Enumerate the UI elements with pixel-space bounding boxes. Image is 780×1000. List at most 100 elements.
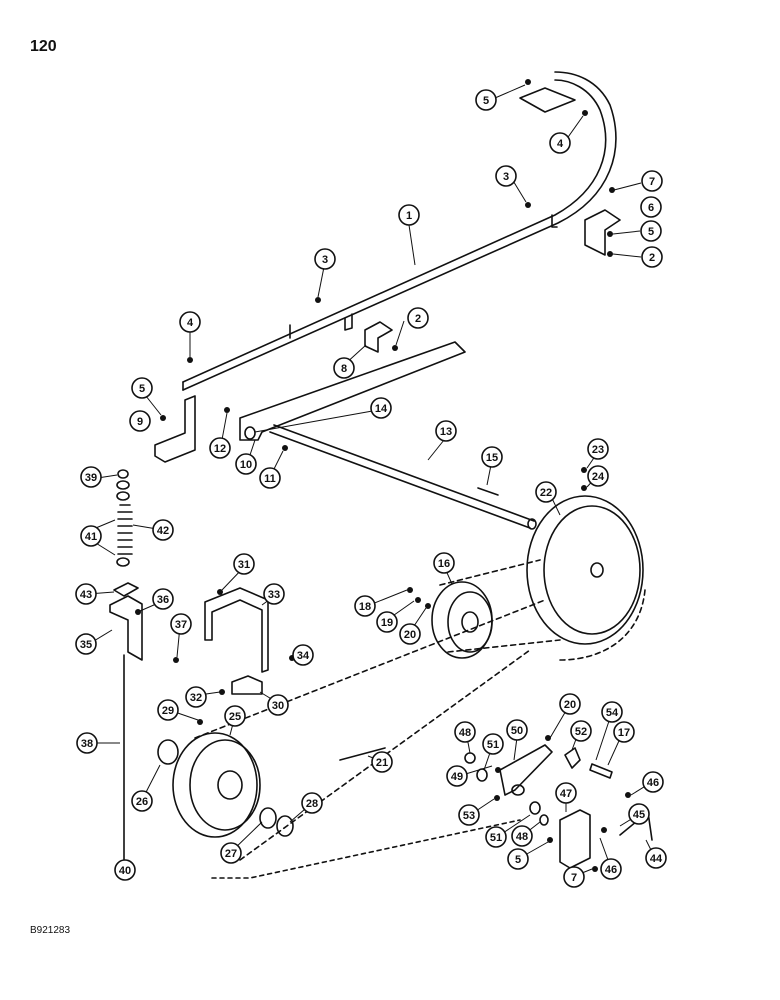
callout-circle xyxy=(640,196,662,218)
callout-label: 46 xyxy=(605,864,617,876)
callout-label: 36 xyxy=(157,594,169,606)
bolt-17 xyxy=(589,763,613,779)
callout-36: 36 xyxy=(152,588,174,610)
callout-46: 46 xyxy=(600,858,622,880)
callout-30: 30 xyxy=(267,694,289,716)
callout-circle xyxy=(570,720,592,742)
callout-label: 48 xyxy=(459,727,471,739)
callout-circle xyxy=(481,446,503,468)
callout-47: 47 xyxy=(555,782,577,804)
callout-label: 42 xyxy=(157,525,169,537)
callout-9: 9 xyxy=(129,410,151,432)
callout-label: 35 xyxy=(80,639,92,651)
callout-circle xyxy=(642,771,664,793)
callout-label: 45 xyxy=(633,809,645,821)
callout-53: 53 xyxy=(458,804,480,826)
belt-guard-strap-inner xyxy=(182,71,617,391)
callout-label: 40 xyxy=(119,865,131,877)
washer-28 xyxy=(276,815,294,837)
callout-label: 3 xyxy=(322,254,328,266)
callout-23: 23 xyxy=(587,438,609,460)
callout-label: 26 xyxy=(136,796,148,808)
callout-circle xyxy=(179,311,201,333)
callout-circle xyxy=(535,481,557,503)
callout-2: 2 xyxy=(407,307,429,329)
callout-circle xyxy=(600,858,622,880)
callout-label: 2 xyxy=(415,313,421,325)
callout-label: 12 xyxy=(214,443,226,455)
callout-circle xyxy=(482,733,504,755)
callout-circle xyxy=(370,397,392,419)
callout-45: 45 xyxy=(628,803,650,825)
bracket-6 xyxy=(584,209,621,256)
callout-label: 1 xyxy=(406,210,412,222)
callout-label: 32 xyxy=(190,692,202,704)
callout-12: 12 xyxy=(209,437,231,459)
callout-label: 50 xyxy=(511,725,523,737)
callout-31: 31 xyxy=(233,553,255,575)
callout-label: 5 xyxy=(515,854,521,866)
callout-circle xyxy=(75,633,97,655)
callout-41: 41 xyxy=(80,525,102,547)
callout-37: 37 xyxy=(170,613,192,635)
callout-circle xyxy=(263,583,285,605)
callout-label: 34 xyxy=(297,650,310,662)
callout-circle xyxy=(80,525,102,547)
callout-circle xyxy=(454,721,476,743)
callout-circle xyxy=(80,466,102,488)
callout-6: 6 xyxy=(640,196,662,218)
callout-label: 31 xyxy=(238,559,250,571)
callout-label: 7 xyxy=(571,872,577,884)
callout-circle xyxy=(129,410,151,432)
callout-5: 5 xyxy=(507,848,529,870)
guard-tab-2 xyxy=(344,313,353,331)
callout-24: 24 xyxy=(587,465,609,487)
callout-circle xyxy=(131,377,153,399)
callout-label: 11 xyxy=(264,473,276,485)
callout-circle xyxy=(209,437,231,459)
callout-label: 14 xyxy=(375,403,388,415)
callout-circle xyxy=(645,847,667,869)
callout-54: 54 xyxy=(601,701,623,723)
callout-7: 7 xyxy=(563,866,585,888)
callout-39: 39 xyxy=(80,466,102,488)
callout-label: 38 xyxy=(81,738,93,750)
spacer-27 xyxy=(259,807,277,829)
callout-circle xyxy=(224,705,246,727)
callout-42: 42 xyxy=(152,519,174,541)
callout-48: 48 xyxy=(454,721,476,743)
plate-43 xyxy=(113,582,139,597)
callout-circle xyxy=(563,866,585,888)
callout-label: 27 xyxy=(225,848,237,860)
callout-label: 43 xyxy=(80,589,92,601)
callout-circle xyxy=(152,519,174,541)
callout-circle xyxy=(640,220,662,242)
callout-label: 4 xyxy=(187,317,194,329)
callout-circle xyxy=(399,623,421,645)
clamp-30 xyxy=(231,675,263,695)
callout-circle xyxy=(485,826,507,848)
callout-label: 6 xyxy=(648,202,654,214)
callout-51: 51 xyxy=(482,733,504,755)
callout-13: 13 xyxy=(435,420,457,442)
callout-circle xyxy=(641,246,663,268)
callout-circle xyxy=(292,644,314,666)
callout-50: 50 xyxy=(506,719,528,741)
callout-circle xyxy=(152,588,174,610)
callout-circle xyxy=(354,595,376,617)
callout-circle xyxy=(376,611,398,633)
callout-circle xyxy=(233,553,255,575)
callout-circle xyxy=(114,859,136,881)
callout-circle xyxy=(587,438,609,460)
callout-label: 9 xyxy=(137,416,143,428)
callout-circle xyxy=(259,467,281,489)
callout-25: 25 xyxy=(224,705,246,727)
rod-38 xyxy=(117,654,125,871)
callout-label: 22 xyxy=(540,487,552,499)
callout-circle xyxy=(446,765,468,787)
callout-label: 4 xyxy=(557,138,564,150)
callout-44: 44 xyxy=(645,847,667,869)
callout-label: 29 xyxy=(162,705,174,717)
bracket-9 xyxy=(154,395,196,463)
